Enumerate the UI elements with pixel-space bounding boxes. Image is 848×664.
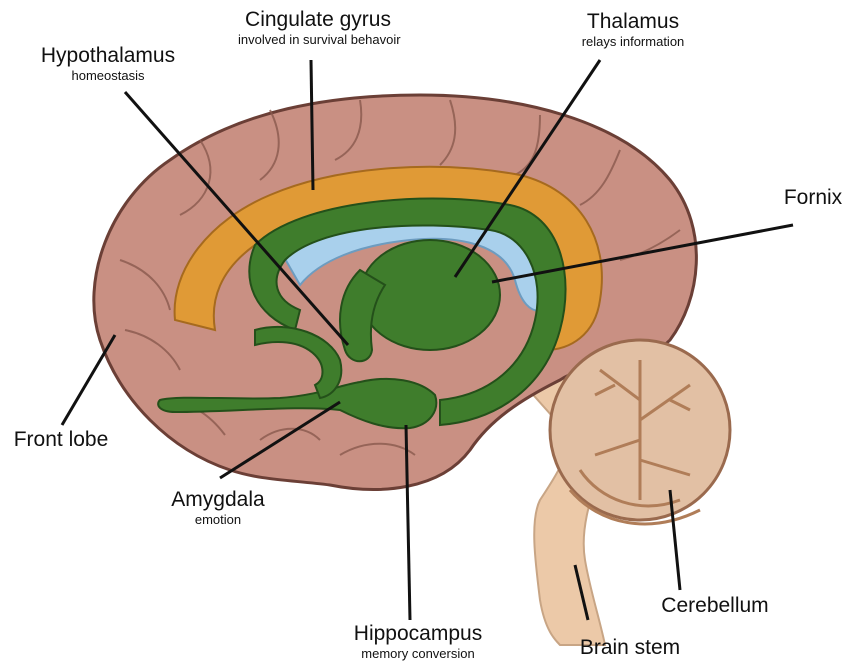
- label-hypothalamus-title: Hypothalamus: [28, 44, 188, 68]
- label-amygdala-sub: emotion: [158, 512, 278, 528]
- label-fornix: Fornix: [778, 186, 848, 210]
- label-hippocampus: Hippocampus memory conversion: [348, 622, 488, 662]
- label-hippocampus-title: Hippocampus: [348, 622, 488, 646]
- label-hippocampus-sub: memory conversion: [348, 646, 488, 662]
- label-cingulate-gyrus: Cingulate gyrus involved in survival beh…: [238, 8, 398, 48]
- thalamus-shape: [360, 240, 500, 350]
- label-cerebellum-title: Cerebellum: [650, 594, 780, 618]
- label-hypothalamus-sub: homeostasis: [28, 68, 188, 84]
- label-fornix-title: Fornix: [778, 186, 848, 210]
- label-front-lobe: Front lobe: [6, 428, 116, 452]
- label-amygdala: Amygdala emotion: [158, 488, 278, 528]
- label-amygdala-title: Amygdala: [158, 488, 278, 512]
- leader-front-lobe: [62, 335, 115, 425]
- label-cingulate-sub: involved in survival behavoir: [238, 32, 398, 48]
- label-brain-stem: Brain stem: [570, 636, 690, 660]
- label-thalamus-title: Thalamus: [558, 10, 708, 34]
- label-brain-stem-title: Brain stem: [570, 636, 690, 660]
- label-front-lobe-title: Front lobe: [6, 428, 116, 452]
- label-thalamus: Thalamus relays information: [558, 10, 708, 50]
- label-thalamus-sub: relays information: [558, 34, 708, 50]
- label-cingulate-title: Cingulate gyrus: [238, 8, 398, 32]
- leader-cingulate: [311, 60, 313, 190]
- label-hypothalamus: Hypothalamus homeostasis: [28, 44, 188, 84]
- label-cerebellum: Cerebellum: [650, 594, 780, 618]
